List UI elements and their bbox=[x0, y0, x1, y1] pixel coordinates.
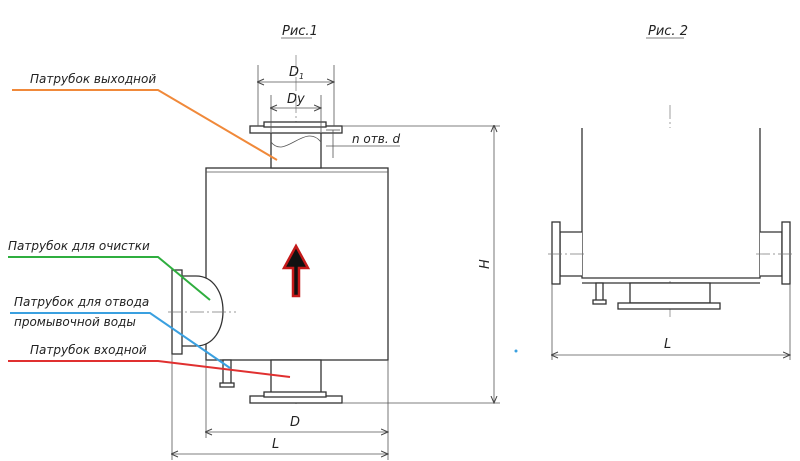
callouts: Патрубок выходной Патрубок для очистки П… bbox=[8, 72, 291, 378]
callout-outlet-label: Патрубок выходной bbox=[30, 72, 156, 86]
figure-2-title: Рис. 2 bbox=[648, 24, 688, 39]
figure-1: Рис.1 bbox=[168, 24, 500, 460]
dimension-h: H bbox=[478, 259, 493, 269]
fig2-right-nozzle bbox=[756, 221, 794, 285]
callout-outlet-leader bbox=[12, 89, 278, 161]
figure-1-title: Рис.1 bbox=[282, 24, 318, 39]
dimension-l-fig1: L bbox=[272, 437, 279, 452]
cleaning-nozzle bbox=[168, 269, 236, 355]
outlet-nozzle bbox=[249, 121, 343, 169]
fig2-drain-nozzle bbox=[592, 282, 607, 305]
callout-cleaning-leader bbox=[8, 256, 211, 301]
callout-inlet-label: Патрубок входной bbox=[30, 343, 147, 357]
callout-drain-label-1: Патрубок для отвода bbox=[14, 295, 149, 309]
dimension-dy: Dy bbox=[287, 92, 305, 107]
callout-drain-label-2: промывочной воды bbox=[14, 315, 136, 329]
fig2-left-nozzle bbox=[548, 221, 586, 285]
dimension-d1: D1 bbox=[289, 65, 304, 81]
dimension-d: D bbox=[290, 415, 300, 430]
figure-2: Рис. 2 L bbox=[548, 24, 794, 360]
callout-drain-leader bbox=[10, 312, 231, 369]
flow-direction-arrow bbox=[281, 243, 311, 298]
callout-inlet-leader bbox=[8, 360, 291, 378]
dimension-l-fig2: L bbox=[664, 337, 671, 352]
dimension-holes: n отв. d bbox=[352, 132, 400, 146]
fig2-bottom-flange bbox=[617, 282, 721, 310]
stray-dot bbox=[514, 349, 518, 353]
fig2-body bbox=[581, 128, 761, 279]
callout-cleaning-label: Патрубок для очистки bbox=[8, 239, 150, 253]
drain-nozzle bbox=[219, 359, 235, 388]
inlet-nozzle bbox=[249, 359, 343, 404]
